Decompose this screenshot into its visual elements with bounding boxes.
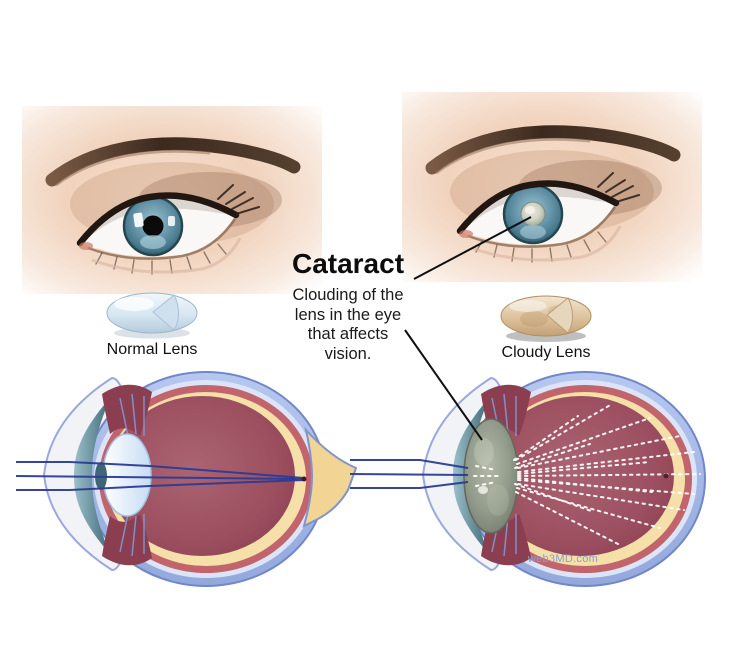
upper-lid-shadow-on-eye: [82, 196, 235, 244]
cataract-eye-photo: [402, 92, 702, 282]
upper-outer-lashes: [597, 172, 640, 203]
normal-eye-photo: [22, 106, 322, 294]
focused-light-rays: [15, 461, 305, 491]
description-line: lens in the eye: [294, 305, 402, 324]
eyebrow: [45, 137, 301, 187]
iris-window-glint-left: [133, 212, 144, 228]
normal-eye-cross-section-diagram: [15, 371, 358, 587]
cataract-highlight: [525, 206, 535, 214]
upper-lash-line: [76, 192, 240, 247]
annotation-block: Cataract Clouding of the lens in the eye…: [262, 248, 434, 364]
cloudy-lens-illustration: [500, 295, 592, 342]
eyebrow-hair-highlight: [435, 137, 591, 175]
annotation-title: Cataract: [291, 248, 405, 279]
cloudy-lens-figure: Cloudy Lens: [490, 291, 602, 362]
incoming-light-rays: [350, 459, 469, 489]
annotation-description: Clouding of the lens in the eye that aff…: [262, 286, 434, 364]
lower-lid-line: [87, 218, 237, 260]
cataract-cloudy-pupil: [520, 201, 546, 227]
iris-ciliary-lower: [102, 514, 152, 566]
upper-lid-shadow-on-eye: [462, 184, 615, 232]
normal-lens-illustration: [106, 292, 198, 339]
description-line: vision.: [324, 344, 372, 363]
crystalline-lens: [102, 433, 152, 517]
normal-lens-label: Normal Lens: [106, 341, 198, 358]
fovea-spot: [663, 473, 669, 479]
inner-eye-corner: [79, 242, 93, 250]
upper-lash-line: [456, 180, 620, 235]
vitreous-body: [109, 396, 295, 556]
focal-point-on-retina: [301, 476, 307, 482]
cloudy-lens-mottling: [487, 484, 509, 516]
iris-ciliary-upper: [102, 384, 152, 436]
eyebrow-hair-highlight: [55, 149, 211, 187]
iris-window-glint-right: [168, 216, 175, 226]
watermark: web3MD.com: [527, 553, 599, 565]
lens-mottling: [520, 311, 548, 327]
cloudy-lens-label: Cloudy Lens: [501, 344, 591, 361]
optic-nerve: [302, 426, 358, 528]
description-line: that affects: [307, 325, 389, 343]
normal-lens-figure: Normal Lens: [96, 288, 208, 359]
iris-lower-light: [520, 225, 546, 239]
cloudy-lens-mottling: [474, 438, 494, 466]
upper-outer-lashes: [217, 184, 260, 215]
lens-cut-wedge: [152, 294, 179, 331]
cataract-eye-cross-section-diagram: [350, 371, 706, 587]
lens-cut-wedge: [546, 297, 573, 334]
pupil: [142, 215, 164, 237]
inner-eye-corner: [459, 230, 473, 238]
description-line: Clouding of the: [292, 286, 404, 304]
scattered-light-rays: [473, 403, 701, 545]
eyebrow: [425, 125, 681, 175]
zonule-fibers: [119, 393, 145, 557]
cloudy-lens-bright-spot: [478, 486, 488, 494]
under-eye-crease: [91, 237, 242, 274]
lens-highlight: [509, 300, 547, 312]
lens-highlight: [114, 297, 154, 311]
iris-lower-light: [140, 235, 166, 249]
